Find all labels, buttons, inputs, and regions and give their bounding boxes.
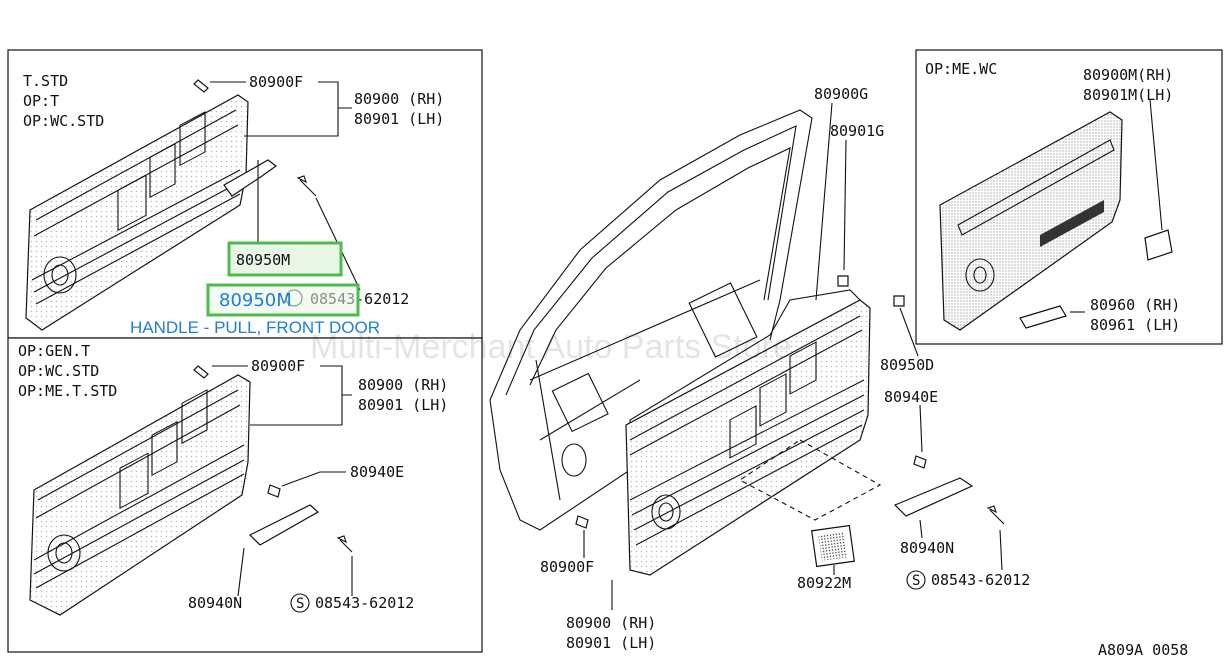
label-08543-62012-center: 08543-62012 <box>931 571 1030 589</box>
option-op-t: OP:T <box>23 92 59 110</box>
label-80940n-center: 80940N <box>900 539 954 557</box>
highlight-selected-part-box[interactable] <box>206 283 360 317</box>
label-80900f: 80900F <box>249 73 303 91</box>
watermark: Multi-Merchant Auto Parts Store <box>310 328 792 366</box>
label-80900f-2: 80900F <box>251 357 305 375</box>
label-80900-rh-2: 80900 (RH) <box>358 376 448 394</box>
diagram-code: A809A 0058 <box>1098 641 1188 659</box>
svg-text:S: S <box>912 573 920 589</box>
screw-drawing <box>296 175 317 197</box>
pull-handle-drawing <box>223 159 278 197</box>
inset-box-right: OP:ME.WC 80900M(RH) 80901M(LH) 80960 (RH… <box>915 49 1223 345</box>
option-op-me-wc: OP:ME.WC <box>925 60 997 78</box>
door-assembly-drawing: 80900G 80901G 80950D 80940E 80940N S 085… <box>489 85 1030 652</box>
caption-handle-pull-front-door: HANDLE - PULL, FRONT DOOR <box>130 318 380 337</box>
label-80900g: 80900G <box>814 85 868 103</box>
label-80950d: 80950D <box>880 356 934 374</box>
label-active-part[interactable]: 80950M <box>236 251 290 269</box>
label-80901-lh-2: 80901 (LH) <box>358 396 448 414</box>
option-t-std: T.STD <box>23 72 68 90</box>
highlight-active-part-box[interactable] <box>227 241 343 277</box>
label-80900f-center: 80900F <box>540 558 594 576</box>
label-80900m-rh: 80900M(RH) <box>1083 66 1173 84</box>
label-80940n: 80940N <box>188 594 242 612</box>
label-08543-62012: 08543-62012 <box>315 594 414 612</box>
label-selected-part[interactable]: 80950M <box>219 290 292 311</box>
clip-drawing <box>193 79 209 93</box>
label-80900-rh-center: 80900 (RH) <box>566 614 656 632</box>
standard-part-s-icon <box>290 593 310 613</box>
label-80940e: 80940E <box>350 463 404 481</box>
label-80961-lh: 80961 (LH) <box>1090 316 1180 334</box>
door-trim-panel-drawing-3 <box>939 111 1123 331</box>
grip-drawing <box>248 504 320 546</box>
option-op-wc-std: OP:WC.STD <box>23 112 104 130</box>
door-trim-panel-drawing-2 <box>29 374 251 616</box>
label-80960-rh: 80960 (RH) <box>1090 296 1180 314</box>
label-80901m-lh: 80901M(LH) <box>1083 86 1173 104</box>
label-80922m: 80922M <box>797 574 851 592</box>
option-op-gen-t: OP:GEN.T <box>18 342 90 360</box>
label-80901g: 80901G <box>830 122 884 140</box>
option-op-wc-std-2: OP:WC.STD <box>18 362 99 380</box>
svg-text:S: S <box>296 596 304 612</box>
inset-box-top-left: T.STD OP:T OP:WC.STD 80900F 80900 (RH) 8… <box>7 49 483 339</box>
label-80901-lh: 80901 (LH) <box>354 110 444 128</box>
label-80901-lh-center: 80901 (LH) <box>566 634 656 652</box>
label-80900-rh: 80900 (RH) <box>354 90 444 108</box>
door-trim-panel-drawing <box>25 94 249 331</box>
inset-box-bottom-left: OP:GEN.T OP:WC.STD OP:ME.T.STD 80900F 80… <box>7 337 483 653</box>
option-op-me-t-std: OP:ME.T.STD <box>18 382 117 400</box>
label-80940e-center: 80940E <box>884 388 938 406</box>
